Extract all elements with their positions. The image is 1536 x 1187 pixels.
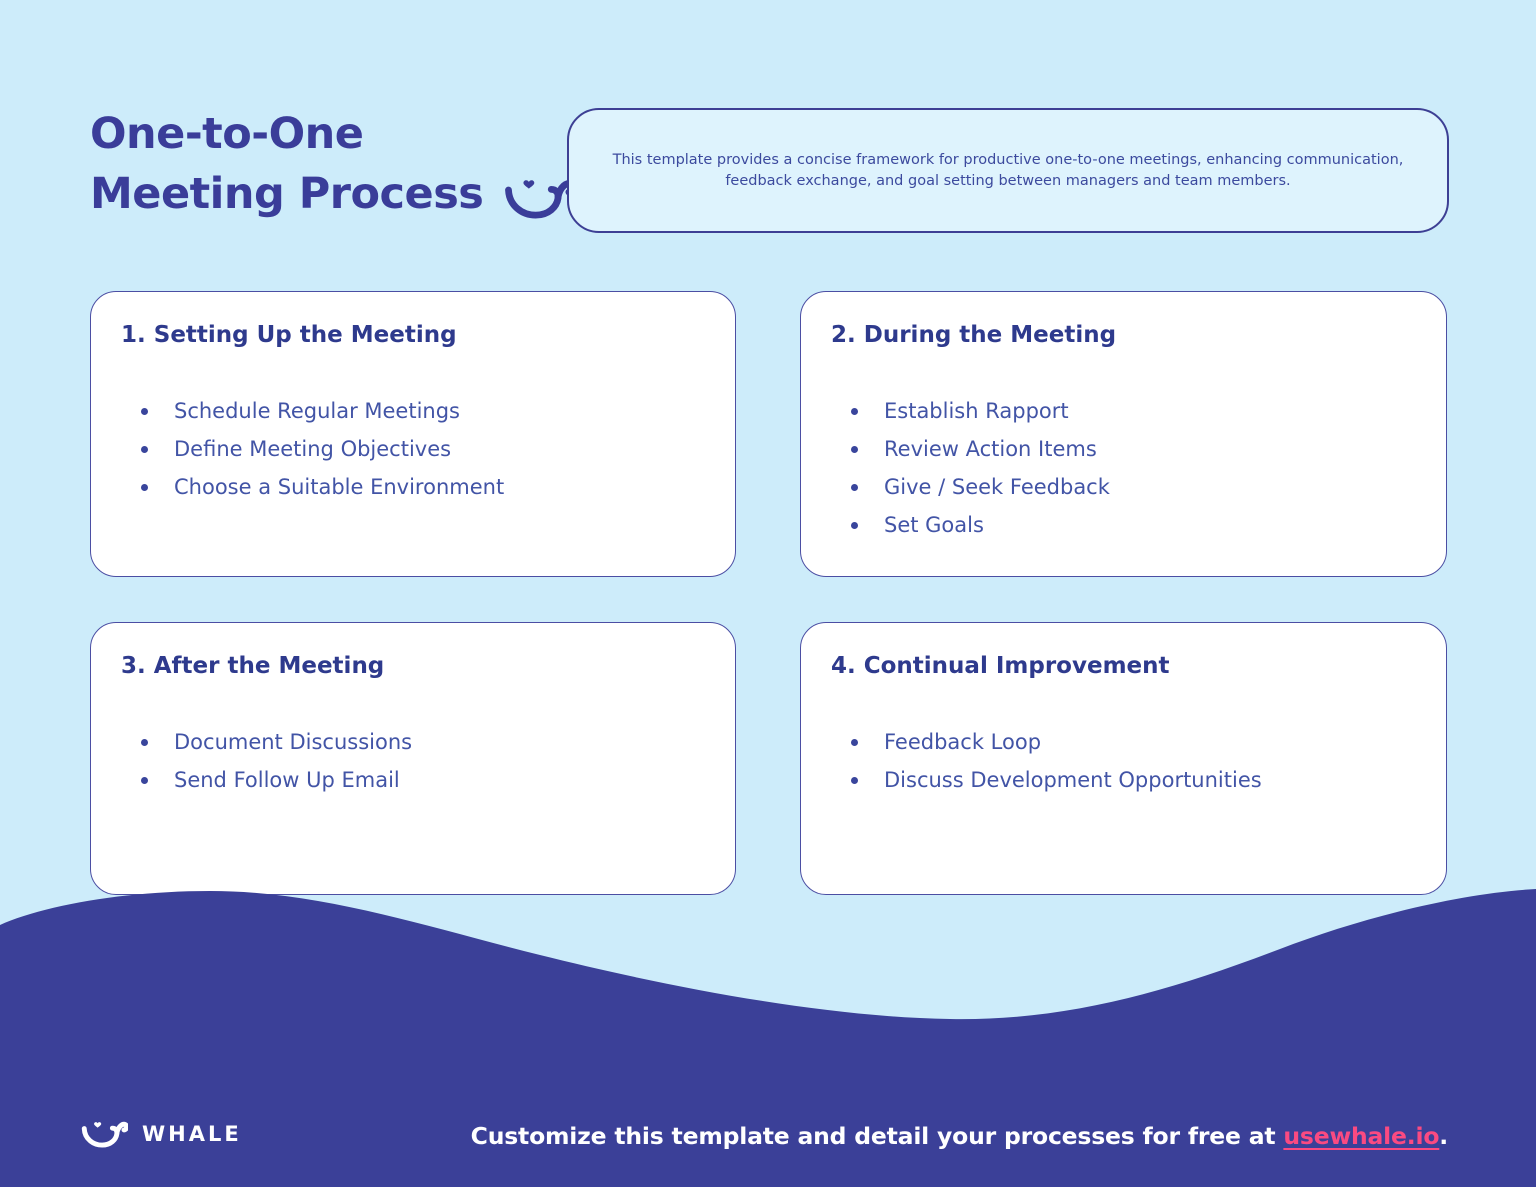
- whale-logo: WHALE: [78, 1116, 242, 1151]
- list-item: Feedback Loop: [851, 723, 1416, 761]
- list-item: Document Discussions: [141, 723, 705, 761]
- list-item: Review Action Items: [851, 430, 1416, 468]
- bullet-list: Schedule Regular Meetings Define Meeting…: [121, 392, 705, 506]
- list-item-label: Establish Rapport: [884, 399, 1069, 423]
- bullet-list: Document Discussions Send Follow Up Emai…: [121, 723, 705, 799]
- bullet-dot-icon: [141, 739, 148, 746]
- list-item-label: Define Meeting Objectives: [174, 437, 452, 461]
- title-line-2: Meeting Process: [90, 169, 484, 219]
- list-item-label: Choose a Suitable Environment: [174, 475, 505, 499]
- card-title: 4. Continual Improvement: [831, 653, 1170, 679]
- list-item-label: Document Discussions: [174, 730, 413, 754]
- whale-logo-icon: [81, 1121, 128, 1148]
- description-line-2: feedback exchange, and goal setting betw…: [725, 172, 1291, 189]
- list-item: Establish Rapport: [851, 392, 1416, 430]
- list-item-label: Give / Seek Feedback: [884, 475, 1110, 499]
- footer-message-prefix: Customize this template and detail your …: [470, 1122, 1284, 1150]
- whale-wordmark: WHALE: [142, 1121, 242, 1146]
- list-item-label: Feedback Loop: [884, 730, 1042, 754]
- bullet-dot-icon: [851, 522, 858, 529]
- list-item: Discuss Development Opportunities: [851, 761, 1416, 799]
- bullet-dot-icon: [141, 408, 148, 415]
- list-item-label: Schedule Regular Meetings: [174, 399, 461, 423]
- process-card-3: 3. After the Meeting Document Discussion…: [90, 622, 736, 895]
- list-item: Define Meeting Objectives: [141, 430, 705, 468]
- page-title: One-to-One Meeting Process: [90, 104, 576, 224]
- list-item-label: Review Action Items: [884, 437, 1097, 461]
- description-box: This template provides a concise framewo…: [567, 108, 1449, 233]
- bullet-dot-icon: [851, 446, 858, 453]
- list-item: Choose a Suitable Environment: [141, 468, 705, 506]
- list-item-label: Discuss Development Opportunities: [884, 768, 1262, 792]
- footer-link[interactable]: usewhale.io: [1283, 1122, 1440, 1150]
- bullet-list: Feedback Loop Discuss Development Opport…: [831, 723, 1416, 799]
- card-title: 1. Setting Up the Meeting: [121, 322, 457, 348]
- footer-message: Customize this template and detail your …: [470, 1122, 1449, 1150]
- whale-smile-icon: [505, 179, 576, 219]
- footer-wave: [0, 889, 1536, 1187]
- bullet-dot-icon: [851, 777, 858, 784]
- description-line-1: This template provides a concise framewo…: [612, 151, 1404, 168]
- process-card-1: 1. Setting Up the Meeting Schedule Regul…: [90, 291, 736, 577]
- list-item: Send Follow Up Email: [141, 761, 705, 799]
- bullet-dot-icon: [851, 484, 858, 491]
- list-item-label: Set Goals: [884, 513, 984, 537]
- bullet-dot-icon: [141, 446, 148, 453]
- bullet-dot-icon: [851, 739, 858, 746]
- title-line-1: One-to-One: [90, 109, 364, 159]
- list-item-label: Send Follow Up Email: [174, 768, 400, 792]
- list-item: Give / Seek Feedback: [851, 468, 1416, 506]
- card-title: 2. During the Meeting: [831, 322, 1117, 348]
- bullet-dot-icon: [851, 408, 858, 415]
- list-item: Set Goals: [851, 506, 1416, 544]
- bullet-dot-icon: [141, 777, 148, 784]
- process-card-4: 4. Continual Improvement Feedback Loop D…: [800, 622, 1447, 895]
- footer-message-suffix: .: [1439, 1122, 1448, 1150]
- list-item: Schedule Regular Meetings: [141, 392, 705, 430]
- bullet-list: Establish Rapport Review Action Items Gi…: [831, 392, 1416, 544]
- card-title: 3. After the Meeting: [121, 653, 385, 679]
- bullet-dot-icon: [141, 484, 148, 491]
- process-card-2: 2. During the Meeting Establish Rapport …: [800, 291, 1447, 577]
- description-text: This template provides a concise framewo…: [613, 150, 1404, 192]
